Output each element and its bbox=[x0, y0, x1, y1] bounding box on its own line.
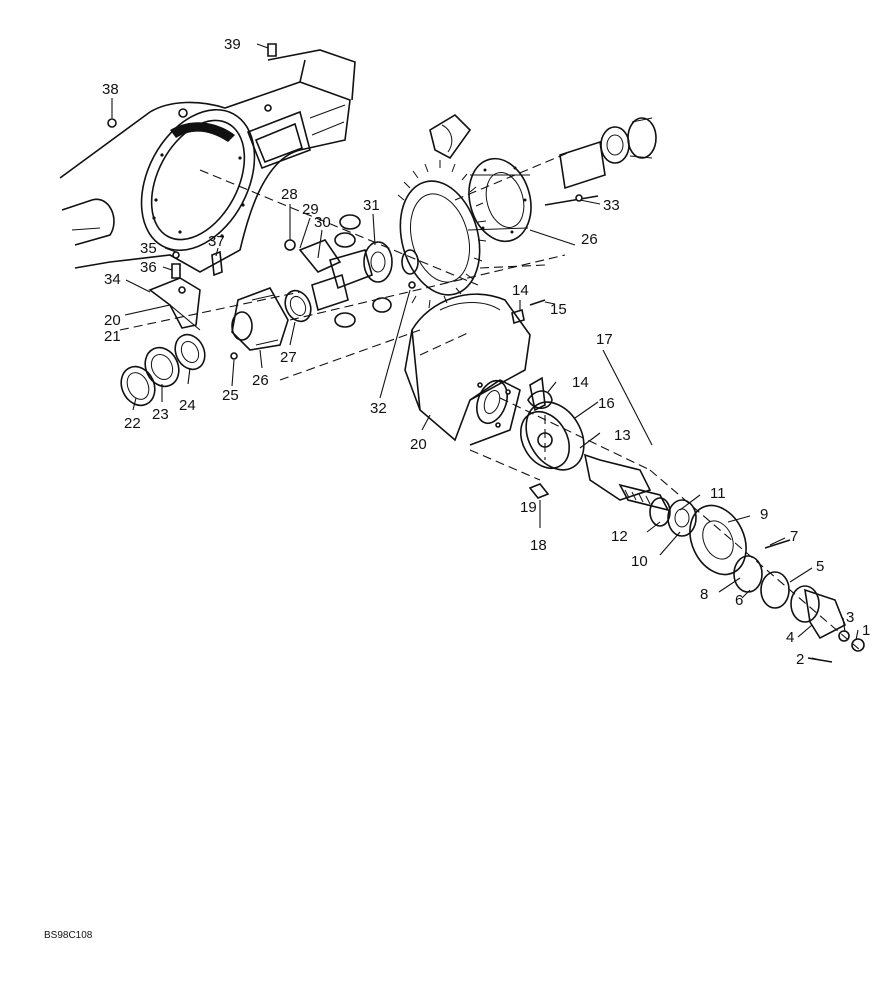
callout-26-lower: 26 bbox=[252, 372, 269, 389]
callout-11: 11 bbox=[710, 485, 726, 502]
diagram-code: BS98C108 bbox=[44, 930, 93, 941]
leader-lines bbox=[111, 43, 859, 661]
callout-27: 27 bbox=[280, 349, 297, 366]
callout-25: 25 bbox=[222, 387, 239, 404]
callout-22: 22 bbox=[124, 415, 141, 432]
spider-gears bbox=[284, 214, 419, 328]
callout-7: 7 bbox=[790, 528, 798, 545]
callout-20-center: 20 bbox=[410, 436, 427, 453]
callout-10: 10 bbox=[631, 553, 648, 570]
bearing-cap bbox=[429, 113, 472, 160]
callout-13: 13 bbox=[614, 427, 631, 444]
callout-31: 31 bbox=[363, 197, 380, 214]
callout-12: 12 bbox=[611, 528, 628, 545]
differential-case bbox=[231, 287, 289, 351]
callout-14-bottom: 14 bbox=[572, 374, 589, 391]
callout-28: 28 bbox=[281, 186, 298, 203]
callout-8: 8 bbox=[700, 586, 708, 603]
assembly-lines bbox=[119, 151, 861, 651]
callout-32: 32 bbox=[370, 400, 387, 417]
bearing-set-left bbox=[120, 289, 312, 407]
callout-5: 5 bbox=[816, 558, 824, 575]
callout-26-upper: 26 bbox=[581, 231, 598, 248]
pinion-assembly bbox=[519, 376, 865, 663]
callout-38: 38 bbox=[102, 81, 119, 98]
callout-23: 23 bbox=[152, 406, 169, 423]
callout-33: 33 bbox=[603, 197, 620, 214]
shims bbox=[528, 483, 550, 499]
callout-20-left: 20 bbox=[104, 312, 121, 329]
bolt-33 bbox=[544, 194, 599, 206]
callout-14-top: 14 bbox=[512, 282, 529, 299]
callout-16: 16 bbox=[598, 395, 615, 412]
callout-9: 9 bbox=[760, 506, 768, 523]
callout-3: 3 bbox=[846, 609, 854, 626]
callout-6: 6 bbox=[735, 592, 743, 609]
callout-19: 19 bbox=[520, 499, 537, 516]
callout-35: 35 bbox=[140, 240, 157, 257]
axle-housing bbox=[59, 49, 356, 273]
callout-21: 21 bbox=[104, 328, 121, 345]
ring-gear bbox=[397, 157, 532, 309]
callout-39: 39 bbox=[224, 36, 241, 53]
callout-24: 24 bbox=[179, 397, 196, 414]
carrier-housing bbox=[404, 293, 531, 446]
lock-plate bbox=[148, 277, 201, 329]
callout-labels: 1 2 3 4 5 6 7 8 9 10 11 12 13 14 14 15 1… bbox=[102, 36, 870, 668]
callout-4: 4 bbox=[786, 629, 794, 646]
callout-30: 30 bbox=[314, 214, 331, 231]
callout-34: 34 bbox=[104, 271, 121, 288]
callout-18: 18 bbox=[530, 537, 547, 554]
callout-1: 1 bbox=[862, 622, 870, 639]
hardware bbox=[107, 43, 546, 360]
callout-36: 36 bbox=[140, 259, 157, 276]
callout-15: 15 bbox=[550, 301, 567, 318]
gasket bbox=[525, 401, 585, 471]
callout-37: 37 bbox=[208, 233, 225, 250]
callout-2: 2 bbox=[796, 651, 804, 668]
bearing-set-right bbox=[559, 117, 657, 190]
callout-17: 17 bbox=[596, 331, 613, 348]
callout-29: 29 bbox=[302, 201, 319, 218]
